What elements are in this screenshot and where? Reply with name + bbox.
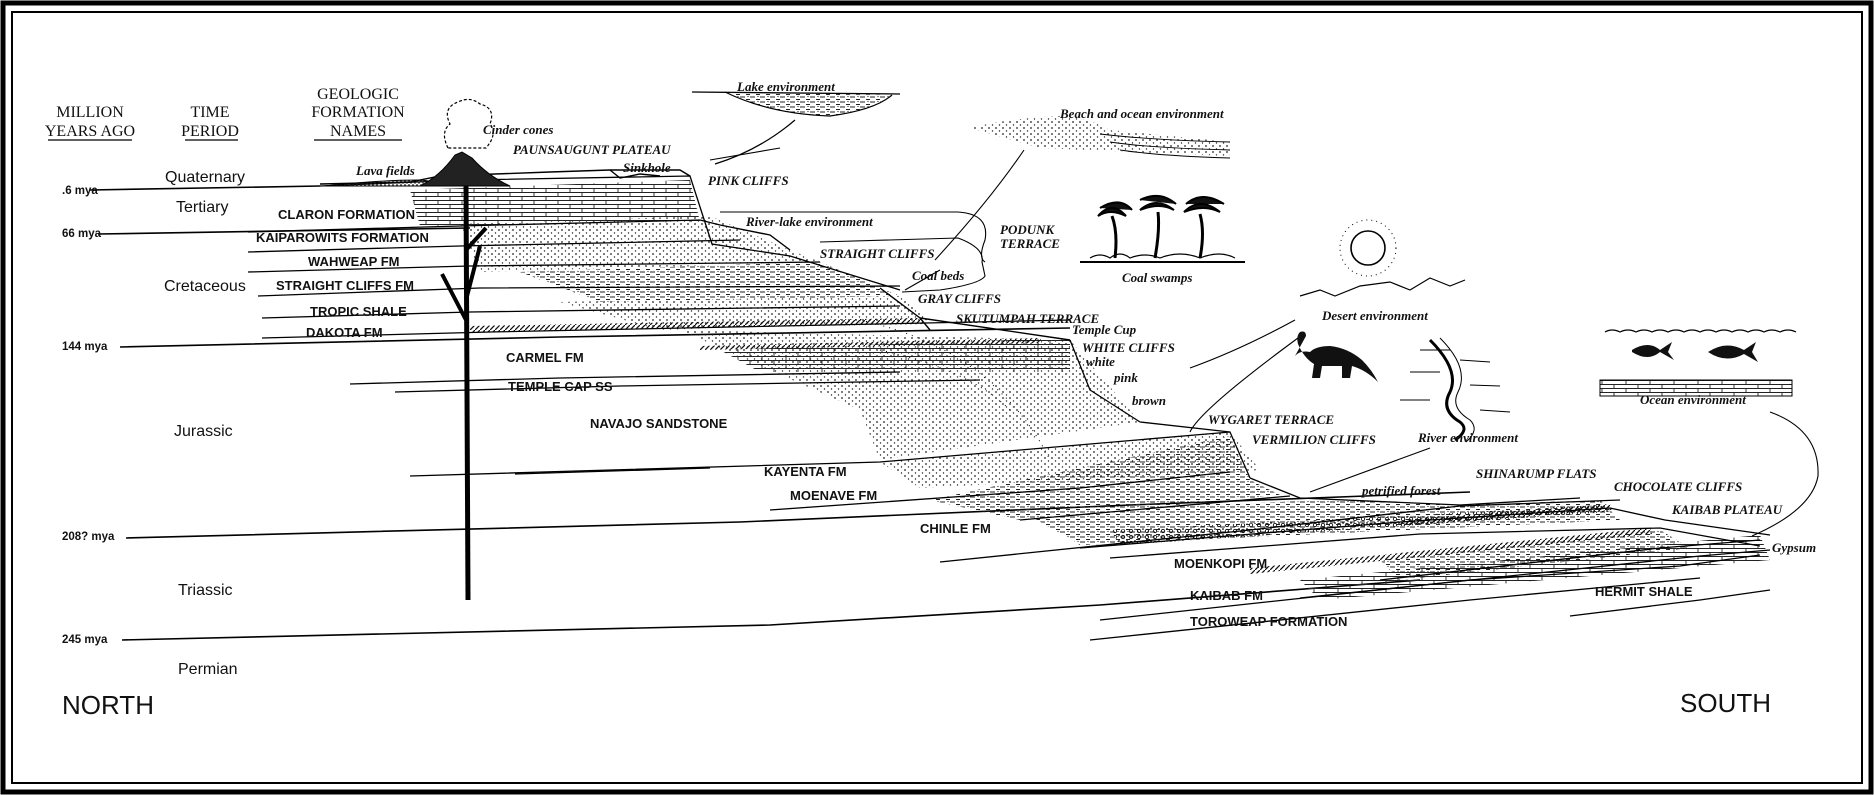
feature-label: Coal beds (912, 268, 964, 283)
environment-label: Lake environment (736, 79, 835, 94)
feature-label: TERRACE (1000, 236, 1060, 251)
formation-label: KAYENTA FM (764, 464, 847, 479)
feature-label: petrified forest (1361, 483, 1441, 498)
period-label: Quaternary (165, 169, 245, 186)
formation-label: TROPIC SHALE (310, 304, 407, 319)
feature-label: SHINARUMP FLATS (1476, 466, 1597, 481)
environment-label: Beach and ocean environment (1059, 106, 1224, 121)
environment-label: Desert environment (1321, 308, 1428, 323)
feature-label: pink (1113, 370, 1138, 385)
formation-label: TEMPLE CAP SS (508, 379, 613, 394)
formation-label: CARMEL FM (506, 350, 584, 365)
age-label: 144 mya (62, 341, 108, 353)
river-icon (1309, 337, 1511, 493)
fish-icon (1632, 342, 1758, 362)
period-label: Permian (178, 661, 238, 678)
formation-boundaries (247, 175, 1771, 641)
feature-label: SKUTUMPAH TERRACE (956, 311, 1099, 326)
period-label: Cretaceous (164, 278, 246, 295)
formation-label: WAHWEAP FM (308, 254, 399, 269)
feature-label: brown (1132, 393, 1166, 408)
feature-label: PODUNK (1000, 222, 1055, 237)
environment-label: Ocean environment (1640, 392, 1746, 407)
formation-label: KAIBAB FM (1190, 588, 1263, 603)
formation-label: NAVAJO SANDSTONE (590, 416, 728, 431)
formation-label: HERMIT SHALE (1595, 584, 1693, 599)
dinosaur-icon (1189, 331, 1378, 433)
header-million-years-ago: MILLION YEARS AGO (45, 104, 135, 141)
formation-label: KAIPAROWITS FORMATION (256, 230, 429, 245)
sun-icon (1339, 219, 1397, 277)
direction-south: SOUTH (1680, 688, 1771, 718)
palm-tree-icon (1080, 194, 1245, 263)
feature-label: GRAY CLIFFS (918, 291, 1001, 306)
age-label: 208? mya (62, 531, 115, 543)
feature-label: CHOCOLATE CLIFFS (1614, 479, 1742, 494)
formation-label: TOROWEAP FORMATION (1190, 614, 1347, 629)
formation-label: CHINLE FM (920, 521, 991, 536)
svg-text:TIME: TIME (190, 104, 229, 121)
feature-label: WYGARET TERRACE (1208, 412, 1334, 427)
formation-label: CLARON FORMATION (278, 207, 415, 222)
podunk-bracket (720, 211, 987, 293)
feature-label: Cinder cones (483, 122, 553, 137)
ocean-environment-icon (1599, 329, 1819, 537)
feature-label: PAUNSAUGUNT PLATEAU (513, 142, 671, 157)
feature-label: white (1086, 354, 1115, 369)
environment-label: Coal swamps (1122, 270, 1192, 285)
beach-ocean-icon (934, 116, 1231, 261)
feature-label: WHITE CLIFFS (1082, 340, 1175, 355)
period-label: Triassic (178, 582, 233, 599)
feature-label: Temple Cup (1072, 322, 1137, 337)
feature-label: Sinkhole (623, 160, 671, 175)
feature-label: KAIBAB PLATEAU (1671, 502, 1783, 517)
period-label: Tertiary (176, 199, 228, 216)
svg-text:PERIOD: PERIOD (181, 123, 239, 140)
formation-label: MOENKOPI FM (1174, 556, 1267, 571)
feature-label: Gypsum (1772, 540, 1816, 555)
svg-text:GEOLOGIC: GEOLOGIC (317, 86, 399, 103)
svg-text:FORMATION: FORMATION (311, 104, 405, 121)
period-label: Jurassic (174, 423, 233, 440)
formation-label: STRAIGHT CLIFFS FM (276, 278, 414, 293)
svg-text:NAMES: NAMES (330, 123, 386, 140)
formation-label: MOENAVE FM (790, 488, 877, 503)
plateau-top (319, 169, 1071, 341)
volcano-icon (324, 98, 511, 601)
formation-label: DAKOTA FM (306, 325, 383, 340)
lake-environment-icon (691, 91, 901, 165)
direction-north: NORTH (62, 690, 154, 720)
mountains-icon (1189, 277, 1466, 369)
header-formation-names: GEOLOGIC FORMATION NAMES (311, 86, 405, 141)
svg-text:MILLION: MILLION (56, 104, 124, 121)
environment-label: River-lake environment (745, 214, 873, 229)
feature-label: PINK CLIFFS (708, 173, 789, 188)
feature-label: STRAIGHT CLIFFS (820, 246, 935, 261)
age-label: 66 mya (62, 228, 102, 240)
svg-text:YEARS AGO: YEARS AGO (45, 123, 135, 140)
environment-label: River environment (1417, 430, 1518, 445)
age-label: 245 mya (62, 634, 108, 646)
age-label: .6 mya (62, 185, 98, 197)
feature-label: Lava fields (355, 163, 415, 178)
header-time-period: TIME PERIOD (181, 104, 239, 141)
feature-label: VERMILION CLIFFS (1252, 432, 1376, 447)
